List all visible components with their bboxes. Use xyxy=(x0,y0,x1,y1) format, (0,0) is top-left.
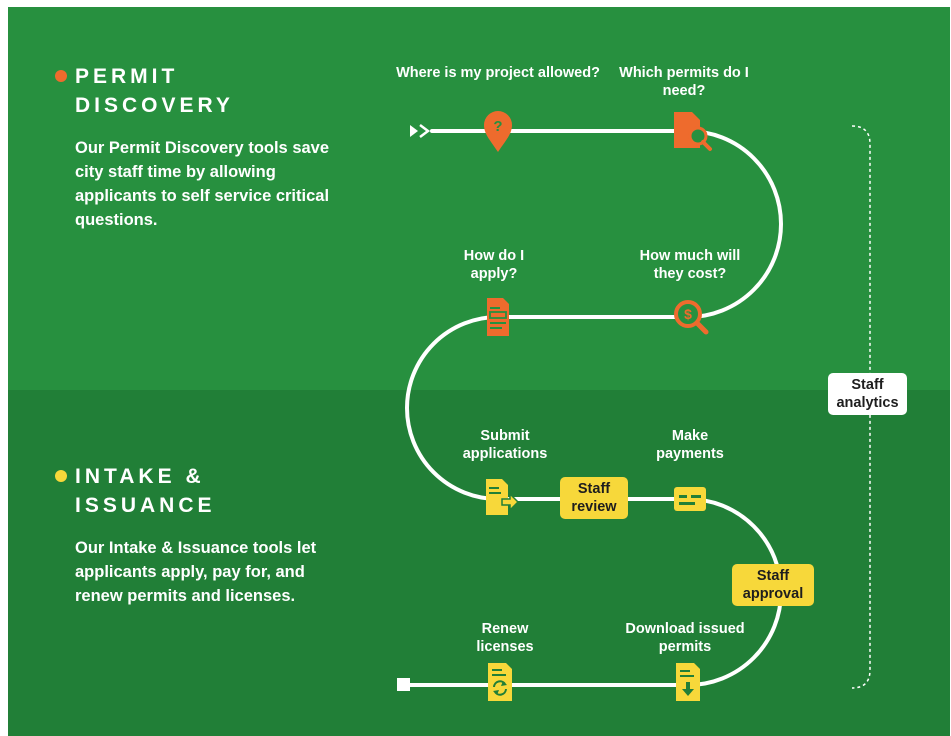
intake-issuance-panel xyxy=(8,390,950,736)
step-submit-label: Submit applications xyxy=(462,428,548,462)
location-question-icon: ? xyxy=(484,111,512,152)
permit-discovery-panel xyxy=(8,7,950,390)
step-payments-label: Make payments xyxy=(656,428,724,462)
workflow-path xyxy=(405,129,783,687)
step-where-label: Where is my project allowed? xyxy=(396,65,600,81)
document-renew-icon xyxy=(488,663,512,701)
dollar-search-icon: $ xyxy=(674,300,709,335)
staff-approval-badge: Staff approval xyxy=(732,564,814,606)
intake-issuance-description: Our Intake & Issuance tools let applican… xyxy=(75,539,317,605)
document-search-icon xyxy=(674,112,712,151)
document-download-icon xyxy=(676,663,700,701)
step-which-label: Which permits do I need? xyxy=(619,65,749,99)
end-square-icon xyxy=(397,678,410,691)
svg-text:$: $ xyxy=(684,306,692,322)
staff-review-badge: Staff review xyxy=(560,477,628,519)
permit-discovery-description: Our Permit Discovery tools save city sta… xyxy=(75,139,330,229)
orange-dot-icon xyxy=(55,70,67,82)
document-arrow-icon xyxy=(486,479,520,515)
step-how-much-label: How much will they cost? xyxy=(639,248,741,282)
yellow-dot-icon xyxy=(55,470,67,482)
svg-text:?: ? xyxy=(493,118,502,135)
intake-issuance-title: INTAKE & ISSUANCE xyxy=(55,462,275,520)
double-chevron-right-icon xyxy=(410,124,431,138)
payment-card-icon xyxy=(674,487,706,511)
permit-discovery-title: PERMIT DISCOVERY xyxy=(55,62,275,120)
step-download-label: Download issued permits xyxy=(625,621,745,655)
staff-analytics-badge: Staff analytics xyxy=(828,373,907,415)
step-how-apply-label: How do I apply? xyxy=(463,248,525,282)
step-renew-label: Renew licenses xyxy=(476,621,534,655)
form-document-icon xyxy=(487,298,509,336)
